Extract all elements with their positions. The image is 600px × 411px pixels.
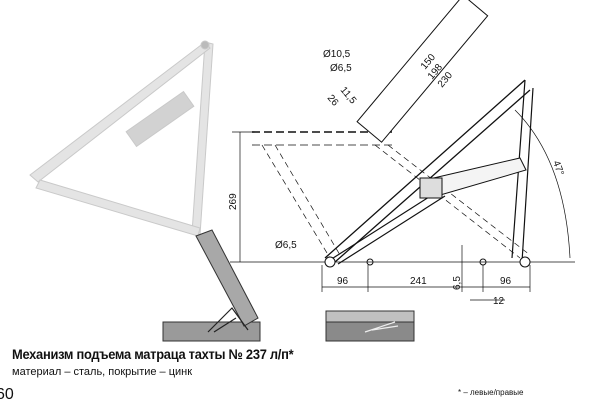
page-number: 60: [0, 386, 14, 403]
bed-lifted-photo: [162, 229, 261, 342]
mechanism-photo: [29, 40, 214, 237]
dim-diameter-6-5-bottom: Ø6,5: [275, 240, 297, 251]
dim-241: 241: [410, 276, 427, 287]
dim-6-5-vertical: 6,5: [452, 276, 463, 290]
dim-11-5: 11,5: [338, 85, 359, 107]
dim-26: 26: [325, 93, 341, 109]
dim-angle-47: 47°: [550, 159, 566, 177]
dim-12: 12: [493, 296, 505, 307]
dim-96-left: 96: [337, 276, 349, 287]
bed-closed-photo: [325, 310, 415, 342]
footnote: * – левые/правые: [458, 388, 524, 397]
product-title: Механизм подъема матраца тахты № 237 л/п…: [12, 346, 294, 362]
dim-diameter-6-5-top: Ø6,5: [330, 63, 352, 74]
dim-96-right: 96: [500, 276, 512, 287]
product-material: материал – сталь, покрытие – цинк: [12, 366, 193, 378]
dim-269: 269: [228, 193, 239, 210]
dim-diameter-10-5: Ø10,5: [323, 49, 351, 60]
